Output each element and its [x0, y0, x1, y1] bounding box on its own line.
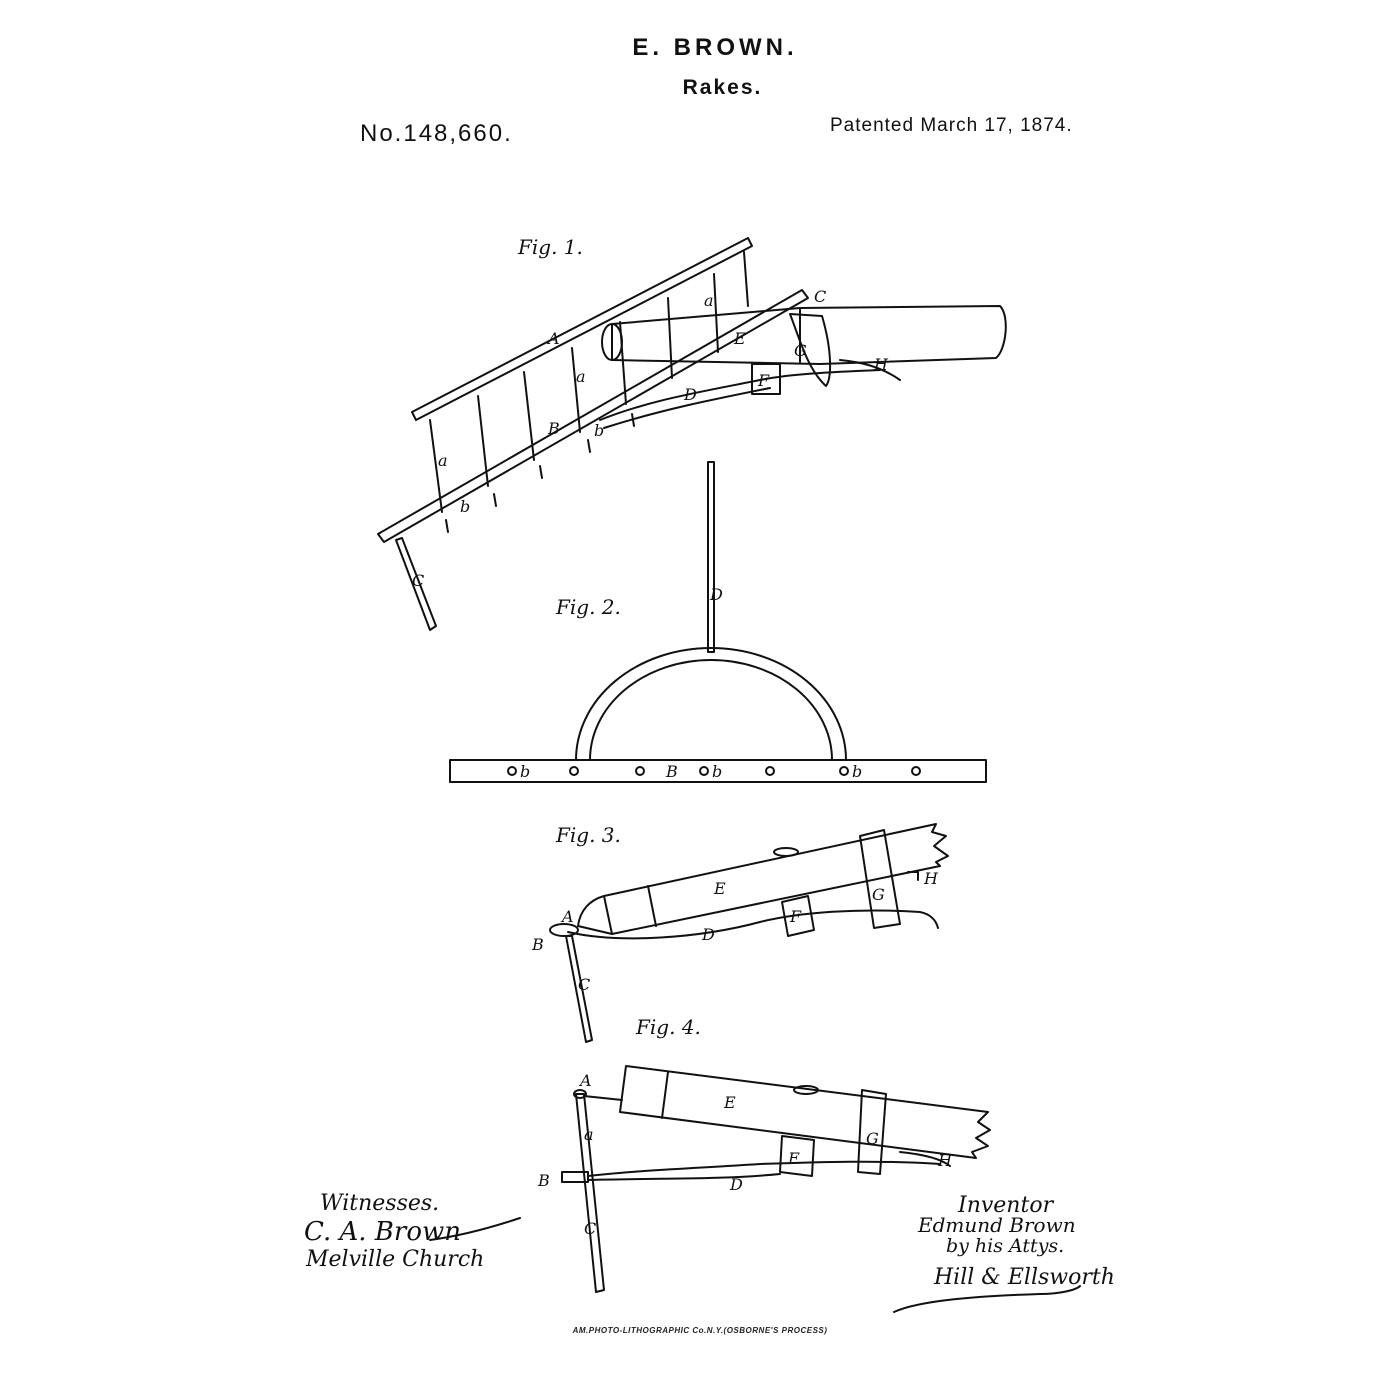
figure-4-labels: A a B C D E F G H — [537, 1071, 953, 1238]
svg-text:A: A — [560, 907, 574, 926]
signature-flourish — [893, 1285, 1081, 1313]
inventor-name-heading: E. BROWN. — [632, 34, 798, 61]
bow-inner — [589, 659, 833, 761]
figure-3-labels: A B C D E F G H — [531, 869, 939, 994]
svg-text:C: C — [412, 571, 424, 590]
figure-1: Fig. 1. — [377, 235, 1007, 631]
svg-text:E: E — [733, 329, 746, 348]
svg-text:G: G — [794, 341, 807, 360]
block-F — [781, 895, 815, 937]
svg-text:b: b — [594, 421, 604, 440]
svg-text:F: F — [787, 1149, 800, 1168]
inventor-heading: Inventor — [957, 1193, 1055, 1218]
svg-text:H: H — [873, 355, 889, 374]
figure-4: Fig. 4. A a B C — [537, 1015, 991, 1293]
svg-text:a: a — [704, 291, 714, 310]
svg-text:b: b — [712, 762, 722, 781]
bow-outer — [575, 647, 847, 761]
figure-4-caption: Fig. 4. — [635, 1015, 701, 1039]
svg-text:H: H — [937, 1151, 953, 1170]
patent-number: No.148,660. — [360, 120, 513, 147]
block-F — [779, 1135, 815, 1177]
clip-H — [839, 359, 901, 381]
printer-imprint: AM.PHOTO-LITHOGRAPHIC Co.N.Y.(OSBORNE'S … — [572, 1326, 828, 1335]
svg-text:G: G — [872, 885, 885, 904]
handle-E — [619, 1065, 991, 1159]
strap-G — [789, 313, 832, 387]
top-rail-A — [411, 237, 753, 421]
figure-2-labels: D B b b b — [520, 585, 862, 781]
witnesses-block: Witnesses. C. A. Brown Melville Church — [304, 1191, 521, 1272]
svg-text:F: F — [789, 907, 802, 926]
svg-text:D: D — [683, 385, 697, 404]
svg-text:B: B — [665, 762, 678, 781]
witness-signature-2: Melville Church — [305, 1247, 484, 1272]
handle-E — [611, 305, 1007, 365]
svg-text:A: A — [578, 1071, 592, 1090]
svg-text:a: a — [576, 367, 586, 386]
strap-G — [859, 829, 901, 929]
uprights-a — [429, 251, 749, 513]
handle-E — [603, 823, 949, 935]
witnesses-heading: Witnesses. — [320, 1191, 439, 1216]
svg-text:E: E — [723, 1093, 736, 1112]
figure-3: Fig. 3. A B C D E F — [531, 823, 949, 1043]
bar-holes — [507, 766, 921, 776]
svg-text:C: C — [814, 287, 826, 306]
clip-H — [899, 1151, 951, 1167]
svg-text:G: G — [866, 1129, 879, 1148]
svg-text:D: D — [709, 585, 723, 604]
svg-text:H: H — [923, 869, 939, 888]
svg-text:A: A — [546, 329, 560, 348]
strap-G — [857, 1089, 887, 1175]
svg-text:B: B — [537, 1171, 550, 1190]
bar-B — [449, 759, 987, 783]
clip-H — [907, 871, 919, 881]
wire-D — [567, 909, 939, 940]
svg-text:C: C — [584, 1219, 596, 1238]
head-bar-B — [377, 289, 809, 543]
rake-teeth — [445, 413, 635, 533]
leg-C — [395, 537, 437, 631]
upright-a-leg-C — [575, 1093, 605, 1293]
attorneys-line: by his Attys. — [946, 1235, 1064, 1257]
wire-D — [599, 369, 881, 421]
svg-text:b: b — [460, 497, 470, 516]
block-F — [751, 363, 781, 395]
svg-text:C: C — [578, 975, 590, 994]
svg-text:a: a — [438, 451, 448, 470]
bar-B — [561, 1171, 589, 1183]
witness-signature-1: C. A. Brown — [304, 1217, 461, 1247]
svg-text:F: F — [757, 371, 770, 390]
svg-text:E: E — [713, 879, 726, 898]
svg-text:b: b — [520, 762, 530, 781]
wire-D — [587, 1160, 941, 1177]
attorneys-signature: Hill & Ellsworth — [933, 1265, 1115, 1290]
svg-text:D: D — [729, 1175, 743, 1194]
patent-date: Patented March 17, 1874. — [830, 115, 1073, 136]
inventor-block: Inventor Edmund Brown by his Attys. Hill… — [893, 1193, 1115, 1313]
patent-title: Rakes. — [682, 76, 763, 99]
figure-3-caption: Fig. 3. — [555, 823, 621, 847]
rod-D — [707, 461, 715, 653]
svg-text:B: B — [531, 935, 544, 954]
leg-C — [565, 935, 593, 1043]
figure-1-labels: A a a a a B b b C C D E F G H — [412, 287, 889, 590]
svg-text:a: a — [584, 1125, 594, 1144]
svg-text:D: D — [701, 925, 715, 944]
svg-text:B: B — [547, 419, 560, 438]
svg-text:b: b — [852, 762, 862, 781]
inventor-signature: Edmund Brown — [917, 1213, 1076, 1237]
figure-1-caption: Fig. 1. — [517, 235, 583, 259]
figure-2: Fig. 2. D B b b b — [449, 461, 987, 783]
figure-2-caption: Fig. 2. — [555, 595, 621, 619]
